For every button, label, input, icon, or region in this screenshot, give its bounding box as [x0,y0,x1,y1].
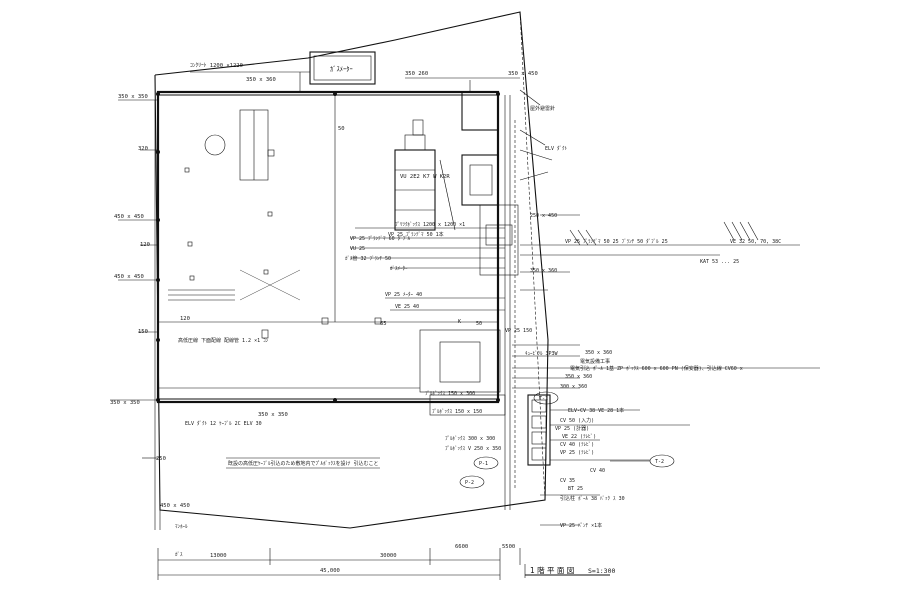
dim-bottom-2: 450 x 450 [160,503,190,509]
pipe-label-16: VP 25 (ﾃﾚﾋﾞ) [560,449,594,456]
pull-box-label-3: ﾌﾟﾙﾎﾞｯｸｽ 300 x 300 [445,435,495,442]
left-dimensions [110,99,158,530]
dim-inner-50: 50 [338,126,345,132]
right-label-2: ELV ﾀﾞｸﾄ [545,145,568,152]
dim-left-3: 450 x 450 [114,214,144,220]
pull-box-bottom: ﾏﾝﾎｰﾙ [175,524,188,530]
dim-bottom-4: 30000 [380,553,397,559]
gas-meter-label: ｶﾞｽﾒｰﾀｰ [330,65,353,73]
dim-left-8: 250 [156,456,166,462]
pipe-label-18: CV 35 [560,478,575,484]
pipe-label-4: VU 25 [350,246,365,252]
callout-tags [459,391,675,489]
dim-left-4: 120 [140,242,150,248]
top-dimensions [190,71,520,92]
note-elec-work: 電気設備工事 [580,358,610,365]
gas-meter-box: ｶﾞｽﾒｰﾀｰ [309,51,376,85]
dim-left-1: 350 x 350 [118,94,148,100]
dim-bottom-6: 5500 [502,544,515,550]
dim-top-left: ｺﾝｸﾘｰﾄ 1200 ×1220 [190,62,243,69]
rt-label-2: VE 32 50, 70, 38C [730,239,781,245]
pipe-label-1: ﾌﾟﾘﾂｸﾎﾞｯｸｽ 1200 x 1200 ×1 [395,221,465,228]
main-note-box [226,457,380,469]
pipe-label-7: VP 25 ﾒｰﾀｰ 40 [385,292,422,298]
rt-label-3: KAT 53 ... 25 [700,259,739,265]
dim-inner-120: 120 [180,316,190,322]
equipment-tower [394,119,456,231]
pipe-label-5: ｶﾞｽ管 32 ﾌﾞﾗﾝﾁ 50 [345,255,391,262]
pull-box-label-2: ﾌﾟﾙﾎﾞｯｸｽ 150 x 150 [432,408,482,415]
right-leaders [519,89,800,291]
drawing-title: 1 階 平 面 図 [530,565,574,575]
pipe-label-12: CV 50 (入力) [560,417,594,424]
pull-box-label-4: ﾌﾟﾙﾎﾞｯｸｽ V 250 x 350 [445,445,501,452]
dim-top-mid: 350 x 360 [246,77,276,83]
dim-inner-65: 65 [380,321,387,327]
pipe-label-8: VE 25 40 [395,304,419,310]
tag-p2: P-2 [465,480,474,486]
note-cubicle: ｷｭｰﾋﾞｸﾙ 3P3W [525,350,559,357]
pull-box-label-1: ﾌﾟﾙﾎﾞｯｸｽ 150 x 300 [425,390,475,397]
dim-right-2: 350 x 360 [530,268,557,274]
dim-left-5: 450 x 450 [114,274,144,280]
pipe-label-3: VP 25 ﾌﾟﾗﾝﾃﾞﾏ 60 ﾀﾞﾌﾞﾙ [350,235,411,242]
dim-right-1: 250 x 450 [530,213,557,219]
tag-k: K [458,319,461,325]
interior-fixtures [168,109,382,339]
dim-top-mid2: 350 260 [405,71,428,77]
dim-left-2: 320 [138,146,148,152]
pipe-routes [350,95,516,510]
pipe-label-21: VP 25 ﾊﾟﾝﾁ ×1本 [560,522,602,529]
service-equipment [512,344,820,526]
drawing-scale: S=1:300 [588,567,615,575]
pipe-label-13: VP 25 (計器) [555,425,589,432]
pipe-label-10: 50 [476,321,482,327]
gas-bottom: ｶﾞｽ [175,551,183,558]
pipe-label-6: ｶﾞｽﾒｰﾀｰ [390,265,408,272]
pipe-label-17: CV 40 [590,468,605,474]
building-outline [156,90,519,416]
mid-left-label: 高低圧線 下面配線 配線管 1.2 ×1 ｺﾝ [178,337,269,344]
elv-duct-label: ELV ﾀﾞｸﾄ 12 ｹｰﾌﾞﾙ 2C ELV 30 [185,420,262,427]
pipe-label-14: VE 22 (ﾃﾚﾋﾞ) [562,433,596,440]
bottom-dimensions [157,510,521,580]
dim-left-7: 350 x 350 [110,400,140,406]
dim-bottom-5: 6600 [455,544,468,550]
dim-bottom-3: 13000 [210,553,227,559]
pipe-label-15: CV 40 (ﾃﾚﾋﾞ) [560,441,594,448]
pipe-label-2: VP 25 ﾌﾟﾗﾝﾃﾞﾏ 50 1本 [388,231,444,238]
tag-t2: T-2 [655,459,664,465]
dim-right-3: 350 x 360 [585,350,612,356]
dim-left-6: 150 [138,329,148,335]
dim-right-5: 300 x 360 [560,384,587,390]
tag-p1: P-1 [479,461,488,467]
pipe-label-19: BT 25 [568,486,583,492]
note-electric: 電気引込 ﾎﾟｰﾙ 1基 ZP ﾎﾞｯｸｽ 600 x 600 PN (保安器)… [570,365,743,372]
dim-top-right: 350 x 450 [508,71,538,77]
right-label-1: 屋外避雷針 [530,105,555,112]
tag-t1: T-1 [539,396,548,402]
main-note: 既設の高低圧ｹｰﾌﾞﾙ引込のため敷地内でﾌﾟﾙﾎﾞｯｸｽを設け 引込むこと [228,460,379,467]
drawing-title-block [524,564,610,578]
dim-right-4: 350 x 360 [565,374,592,380]
rt-label-1: VP 25 ﾌﾟﾗﾝﾃﾞﾏ 50 25 ﾌﾞﾗﾝﾁ 50 ﾀﾞﾌﾞﾙ 25 [565,238,668,245]
pipe-label-11: ELV-CV 38 VE 28 1本 [568,407,624,414]
pipe-label-9: VP 25 150 [505,328,532,334]
dim-bottom-1: 350 x 350 [258,412,288,418]
pipe-label-20: 引込柱 ﾎﾞｰﾙ 38 ﾊﾞｯｸ ｽ 30 [560,495,625,502]
dim-bottom-7: 45,000 [320,568,340,574]
room-main-label: VU 2E2 K7 W K2R [400,174,450,180]
